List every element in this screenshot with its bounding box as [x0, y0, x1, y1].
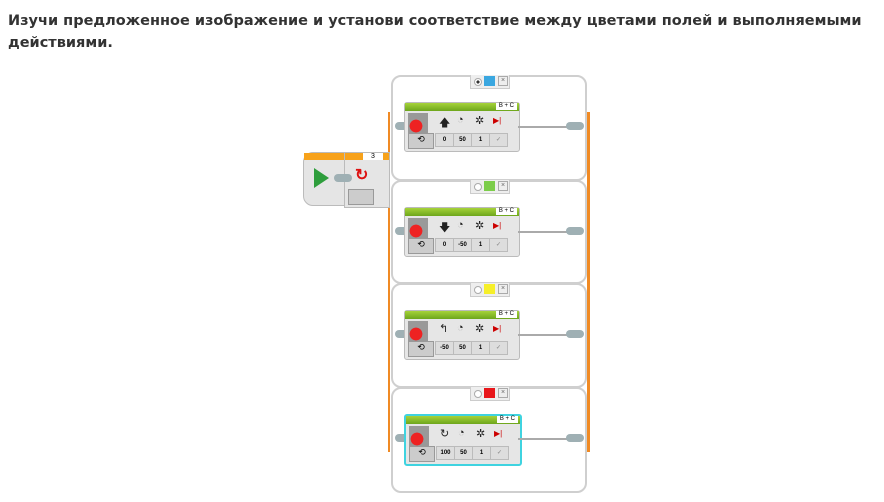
rotations-icon: ✲: [475, 115, 485, 127]
speed-icon: ◔: [457, 322, 464, 334]
connector: [566, 434, 584, 442]
switch-block[interactable]: 3 ↻: [344, 152, 390, 208]
remove-case-icon[interactable]: ×: [498, 388, 508, 398]
block-parameter[interactable]: ✓: [490, 446, 509, 460]
remove-case-icon[interactable]: ×: [498, 181, 508, 191]
block-parameter[interactable]: 0: [435, 238, 454, 252]
motor-icon: [408, 113, 428, 133]
arrow-turn-left-icon: ↰: [439, 323, 449, 335]
mode-selector[interactable]: ⟲: [409, 446, 435, 462]
case-tab[interactable]: ×: [470, 283, 510, 297]
motor-icon: [408, 218, 428, 238]
arrow-down-icon: 🡇: [439, 222, 451, 234]
rotations-icon: ✲: [475, 220, 485, 232]
block-parameter[interactable]: 50: [453, 133, 472, 147]
block-parameter[interactable]: 1: [471, 341, 490, 355]
speed-icon: ◔: [457, 114, 464, 126]
color-sensor-icon: ↻: [355, 167, 369, 184]
block-parameter[interactable]: 50: [454, 446, 473, 460]
rotate-clockwise-icon: ↻: [440, 428, 450, 440]
sequence-wire: [518, 334, 568, 336]
rotations-icon: ✲: [476, 428, 486, 440]
motor-ports[interactable]: B + C: [495, 208, 517, 215]
color-swatch[interactable]: [484, 181, 495, 191]
color-swatch[interactable]: [484, 76, 495, 86]
connector: [566, 122, 584, 130]
brake-icon: ▶|: [494, 429, 503, 438]
block-header: B + C: [405, 208, 519, 216]
block-parameter[interactable]: ✓: [489, 238, 508, 252]
default-case-radio[interactable]: [474, 390, 482, 398]
block-parameter[interactable]: 1: [471, 133, 490, 147]
switch-rail-right: [587, 112, 590, 452]
block-parameter[interactable]: -50: [435, 341, 454, 355]
color-swatch[interactable]: [484, 284, 495, 294]
color-swatch[interactable]: [484, 388, 495, 398]
port-selector[interactable]: 3: [363, 153, 383, 160]
connector: [566, 330, 584, 338]
motor-icon: [408, 321, 428, 341]
motor-ports[interactable]: B + C: [496, 416, 518, 423]
play-icon: [314, 168, 329, 188]
sequence-wire: [518, 438, 568, 440]
motor-ports[interactable]: B + C: [495, 103, 517, 110]
default-case-radio[interactable]: [474, 183, 482, 191]
block-parameter[interactable]: ✓: [489, 341, 508, 355]
sequence-wire: [518, 126, 568, 128]
remove-case-icon[interactable]: ×: [498, 76, 508, 86]
brake-icon: ▶|: [493, 116, 502, 125]
brake-icon: ▶|: [493, 324, 502, 333]
motor-ports[interactable]: B + C: [495, 311, 517, 318]
speed-icon: ◔: [458, 427, 465, 439]
sequence-wire: [518, 231, 568, 233]
block-parameter[interactable]: 100: [436, 446, 455, 460]
switch-rail-left: [388, 112, 390, 452]
brake-icon: ▶|: [493, 221, 502, 230]
block-header: B + C: [405, 103, 519, 111]
block-parameter[interactable]: 1: [472, 446, 491, 460]
speed-icon: ◔: [457, 219, 464, 231]
rotations-icon: ✲: [475, 323, 485, 335]
block-parameter[interactable]: ✓: [489, 133, 508, 147]
block-header: B + C: [405, 311, 519, 319]
default-case-radio[interactable]: [474, 78, 482, 86]
block-header: B + C: [406, 416, 520, 424]
remove-case-icon[interactable]: ×: [498, 284, 508, 294]
block-parameter[interactable]: 50: [453, 341, 472, 355]
arrow-up-icon: 🡅: [439, 117, 451, 129]
mode-selector[interactable]: ⟲: [408, 133, 434, 149]
block-parameter[interactable]: -50: [453, 238, 472, 252]
case-tab[interactable]: ×: [470, 387, 510, 401]
mode-selector[interactable]: [348, 189, 374, 205]
motor-icon: [409, 426, 429, 446]
case-tab[interactable]: ×: [470, 180, 510, 194]
connector: [334, 174, 352, 182]
mode-selector[interactable]: ⟲: [408, 238, 434, 254]
connector: [566, 227, 584, 235]
case-tab[interactable]: ×: [470, 75, 510, 89]
block-parameter[interactable]: 1: [471, 238, 490, 252]
question-text: Изучи предложенное изображение и установ…: [8, 13, 862, 51]
mode-selector[interactable]: ⟲: [408, 341, 434, 357]
default-case-radio[interactable]: [474, 286, 482, 294]
block-parameter[interactable]: 0: [435, 133, 454, 147]
